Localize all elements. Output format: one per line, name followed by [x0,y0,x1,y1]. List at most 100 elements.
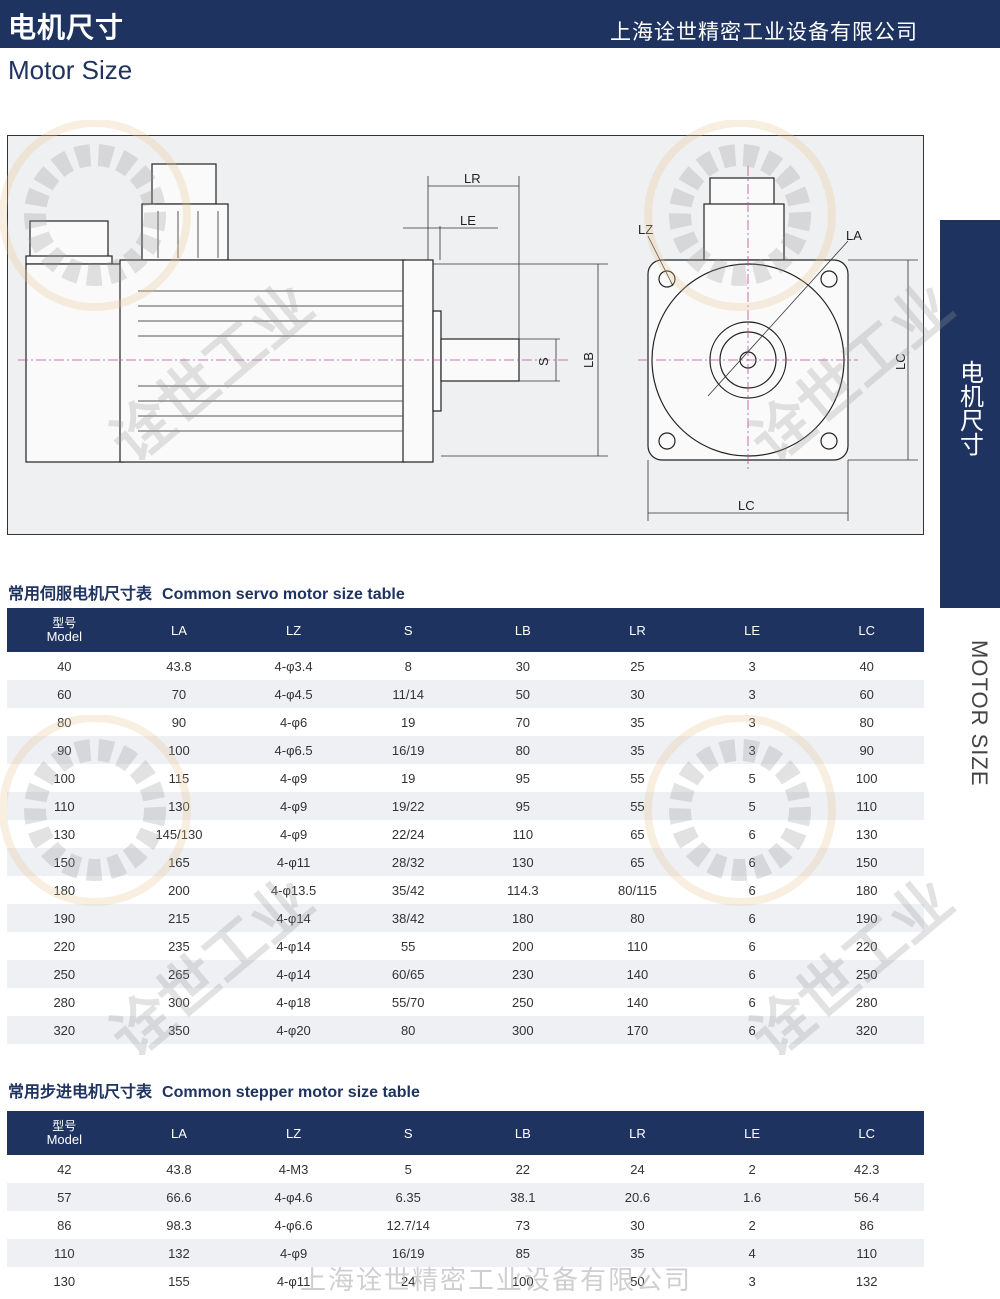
table-cell: 132 [855,1273,878,1289]
table-cell: 115 [168,770,190,786]
table-cell: 95 [515,770,531,786]
connector-top [151,163,217,205]
page-title-en: Motor Size [8,55,133,85]
table-cell: 140 [580,960,695,988]
table-cell: 220 [855,938,878,954]
table-cell: 190 [7,904,122,932]
table-cell: 16/19 [350,1239,466,1267]
table-cell: 70 [121,680,237,708]
table-cell: 80/115 [618,882,657,898]
table-cell: 4-φ13.5 [270,882,317,898]
table-cell: 6 [694,1016,810,1044]
stepper-title-cn: 常用步进电机尺寸表 [8,1084,153,1101]
table-cell: 57 [7,1183,122,1211]
table-cell: 170 [580,1016,695,1044]
page-title-cn: 电机尺寸 [8,11,125,44]
servo-header-lb: LB [465,608,581,652]
motor-body [119,259,406,463]
table-cell: 100 [53,770,76,786]
table-cell: 100 [121,736,237,764]
table-cell: 5 [694,792,810,820]
table-cell: 130 [53,1273,76,1289]
table-cell: 85 [465,1239,581,1267]
table-cell: 40 [57,658,72,674]
drawing-svg: LR LE S LB [18,163,918,521]
dim-lb-label: LB [581,352,596,368]
table-cell: 56.4 [809,1183,924,1211]
stepper-table-title: 常用步进电机尺寸表 Common stepper motor size table [8,1078,420,1102]
table-cell: 165 [121,848,237,876]
stepper-title-en: Common stepper motor size table [162,1084,420,1101]
table-cell: 3 [694,680,810,708]
dim-lc-right-label: LC [893,353,908,370]
table-cell: 30 [630,1217,645,1233]
table-cell: 28/32 [350,848,466,876]
table-cell: 98.3 [166,1217,192,1233]
table-cell: 65 [630,826,645,842]
table-cell: 150 [809,848,924,876]
table-cell: 80 [57,714,72,730]
table-cell: 86 [57,1217,72,1233]
table-cell: 24 [400,1273,416,1289]
servo-header-lc: LC [809,608,924,652]
table-cell: 65 [580,848,695,876]
table-cell: 6 [748,994,756,1010]
table-cell: 5 [748,770,756,786]
table-cell: 80 [465,736,581,764]
servo-header-lr: LR [580,608,695,652]
table-cell: 4-φ3.4 [274,658,313,674]
encoder-body [25,263,125,463]
stepper-header-le: LE [694,1111,810,1155]
table-cell: 4-φ14 [236,904,351,932]
table-cell: 2 [748,1161,756,1177]
table-cell: 130 [465,848,581,876]
table-cell: 16/19 [350,736,466,764]
table-cell: 1.6 [694,1183,810,1211]
table-cell: 20.6 [580,1183,695,1211]
table-cell: 190 [809,904,924,932]
servo-header-la: LA [121,608,237,652]
table-cell: 38.1 [465,1183,581,1211]
table-cell: 300 [168,994,190,1010]
table-cell: 60/65 [350,960,466,988]
table-cell: 50 [465,680,581,708]
table-cell: 250 [511,994,534,1010]
table-cell: 114.3 [507,882,539,898]
table-cell: 6 [748,826,756,842]
mount-hole-tl [658,270,676,288]
dim-lc-bottom-label: LC [738,498,755,513]
table-cell: 250 [7,960,122,988]
table-cell: 22 [515,1161,531,1177]
table-cell: 3 [748,658,756,674]
company-name: 上海诠世精密工业设备有限公司 [610,20,918,44]
side-tab-label-cn: 电机尺寸 [955,360,984,456]
table-cell: 6 [748,938,756,954]
motor-dimension-drawing: LR LE S LB [7,135,924,535]
table-cell: 38/42 [350,904,466,932]
table-cell: 155 [168,1273,190,1289]
table-cell: 11/14 [350,680,466,708]
servo-title-en: Common servo motor size table [162,586,405,603]
stepper-header-lb: LB [465,1111,581,1155]
table-cell: 180 [465,904,581,932]
side-tab: 电机尺寸 [940,220,1000,608]
mount-hole-br [820,432,838,450]
table-cell: 320 [7,1016,122,1044]
table-cell: 24 [630,1161,645,1177]
front-connector-top [709,177,775,209]
table-cell: 40 [859,658,874,674]
table-cell: 200 [168,882,190,898]
table-cell: 6 [694,904,810,932]
